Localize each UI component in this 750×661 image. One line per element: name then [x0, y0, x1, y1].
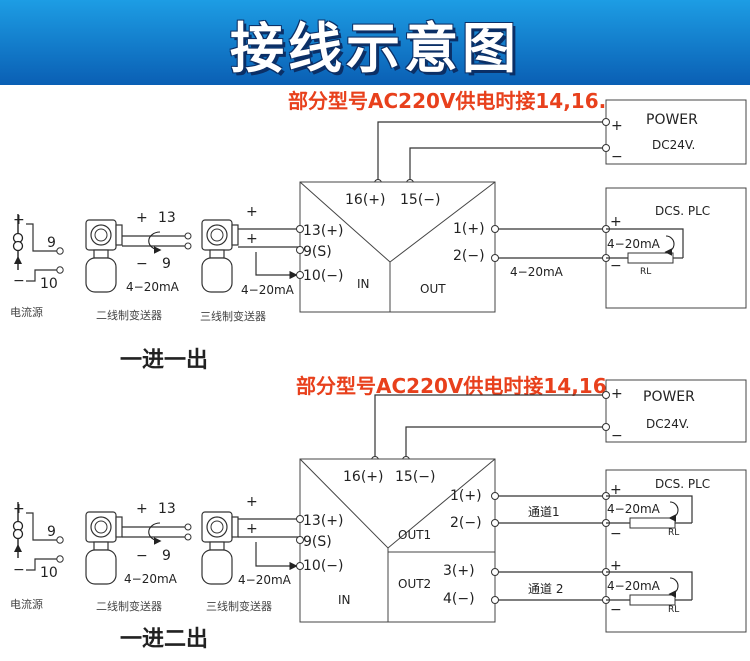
power-box: [605, 99, 747, 165]
title-banner: 接线示意图: [0, 0, 750, 85]
svg-text:15(−): 15(−): [395, 469, 435, 485]
svg-text:2(−): 2(−): [450, 515, 482, 531]
channel-1-label: 通道1: [528, 505, 560, 519]
power-note: 部分型号AC220V供电时接14,16.: [288, 89, 606, 113]
label-3: 3(+): [443, 563, 475, 579]
svg-text:−: −: [136, 256, 148, 272]
module-in-label: IN: [357, 277, 370, 291]
svg-text:三线制变送器: 三线制变送器: [206, 599, 272, 613]
svg-text:DC24V.: DC24V.: [646, 417, 689, 431]
terminal-13: [296, 225, 304, 233]
three-wire-transmitter: [201, 219, 239, 293]
svg-text:4−20mA: 4−20mA: [241, 283, 295, 297]
svg-text:−: −: [610, 258, 622, 274]
svg-text:+: +: [610, 558, 622, 574]
svg-text:+: +: [246, 231, 258, 247]
two-wire-caption: 二线制变送器: [96, 308, 162, 322]
svg-text:9: 9: [162, 548, 171, 564]
svg-text:二线制变送器: 二线制变送器: [96, 599, 162, 613]
svg-text:4−20mA: 4−20mA: [124, 572, 178, 586]
svg-text:DCS. PLC: DCS. PLC: [655, 477, 710, 491]
terminal-9s: [296, 246, 304, 254]
svg-text:+: +: [610, 214, 622, 230]
svg-text:9(S): 9(S): [303, 534, 332, 550]
svg-text:16(+): 16(+): [343, 469, 383, 485]
svg-text:+: +: [611, 386, 623, 402]
svg-text:+: +: [136, 501, 148, 517]
dcs-plc-box: [605, 187, 747, 309]
svg-text:−: −: [610, 602, 622, 618]
label-9s: 9(S): [303, 244, 332, 260]
label-10: 10(−): [303, 268, 343, 284]
load-resistor: [627, 252, 674, 264]
three-wire-caption: 三线制变送器: [200, 309, 266, 323]
svg-text:4−20mA: 4−20mA: [607, 579, 661, 593]
current-source-caption: 电流源: [10, 305, 43, 319]
svg-text:9: 9: [47, 235, 56, 251]
svg-text:−: −: [611, 428, 623, 444]
svg-text:+: +: [246, 494, 258, 510]
two-wire-transmitter: [85, 219, 123, 293]
svg-text:+: +: [13, 501, 25, 517]
svg-text:10: 10: [40, 276, 58, 292]
svg-text:−: −: [610, 526, 622, 542]
svg-text:13(+): 13(+): [303, 513, 343, 529]
page-title: 接线示意图: [230, 17, 520, 80]
svg-text:IN: IN: [338, 593, 351, 607]
svg-text:+: +: [610, 482, 622, 498]
label-1: 1(+): [453, 221, 485, 237]
dcs-plc-box-2: [605, 469, 747, 633]
svg-text:13: 13: [158, 210, 176, 226]
channel-2-label: 通道 2: [528, 582, 563, 596]
label-2: 2(−): [453, 248, 485, 264]
label-4: 4(−): [443, 591, 475, 607]
svg-text:4−20mA: 4−20mA: [607, 502, 661, 516]
label-13: 13(+): [303, 223, 343, 239]
svg-text:10(−): 10(−): [303, 558, 343, 574]
isolator-module: [299, 181, 496, 313]
power-note-2: 部分型号AC220V供电时接14,16.: [296, 374, 614, 398]
label-16: 16(+): [345, 192, 385, 208]
svg-text:−: −: [136, 548, 148, 564]
svg-text:−: −: [13, 273, 25, 289]
section-one-in-two-out: 部分型号AC220V供电时接14,16. POWER DC24V. + − 16…: [10, 374, 747, 652]
svg-text:电流源: 电流源: [10, 597, 43, 611]
two-wire-transmitter-2: [85, 511, 123, 585]
power-box-2: [605, 379, 747, 443]
dcs-label: DCS. PLC: [655, 204, 710, 218]
svg-text:+: +: [246, 204, 258, 220]
terminal-10: [296, 271, 304, 279]
label-15: 15(−): [400, 192, 440, 208]
svg-text:RL: RL: [668, 528, 679, 538]
svg-text:−: −: [13, 562, 25, 578]
section-one-in-one-out: 部分型号AC220V供电时接14,16. POWER DC24V. + − 16…: [10, 89, 747, 373]
svg-text:4−20mA: 4−20mA: [238, 573, 292, 587]
module-out2-label: OUT2: [398, 577, 431, 591]
rl-label: RL: [640, 267, 651, 277]
power-voltage: DC24V.: [652, 138, 695, 152]
svg-text:9: 9: [47, 524, 56, 540]
svg-text:+: +: [13, 212, 25, 228]
section-title-two-out: 一进二出: [120, 627, 208, 652]
power-minus: −: [611, 149, 623, 165]
svg-text:10: 10: [40, 565, 58, 581]
three-wire-transmitter-2: [201, 511, 239, 585]
dcs-signal: 4−20mA: [607, 237, 661, 251]
svg-text:13: 13: [158, 501, 176, 517]
svg-text:1(+): 1(+): [450, 488, 482, 504]
svg-text:+: +: [246, 521, 258, 537]
svg-text:RL: RL: [668, 605, 679, 615]
power-plus: +: [611, 118, 623, 134]
svg-text:+: +: [136, 210, 148, 226]
power-label: POWER: [646, 112, 698, 128]
module-out-label: OUT: [420, 282, 446, 296]
svg-text:9: 9: [162, 256, 171, 272]
module-out1-label: OUT1: [398, 528, 431, 542]
section-title-one-out: 一进一出: [120, 348, 208, 373]
svg-text:4−20mA: 4−20mA: [126, 280, 180, 294]
svg-text:POWER: POWER: [643, 389, 695, 405]
output-signal-label: 4−20mA: [510, 265, 564, 279]
